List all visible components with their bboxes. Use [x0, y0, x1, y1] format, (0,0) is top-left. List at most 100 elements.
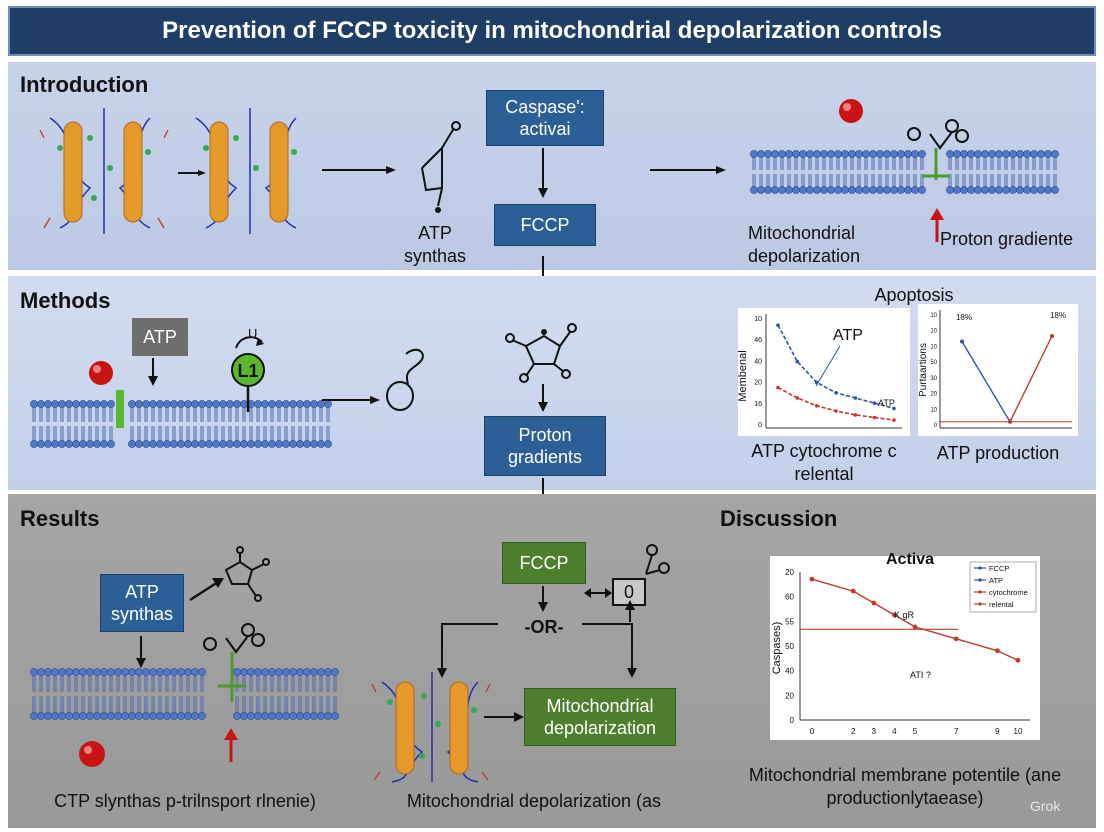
right-chart-caption: ATP production [936, 443, 1060, 463]
y-tick-label: 20 [754, 380, 762, 387]
legend-marker [978, 602, 982, 606]
arrow-down-3 [538, 384, 548, 412]
atp-box-methods: ATP [132, 318, 188, 356]
left-chart-caption: ATP cytochrome c relental [751, 441, 897, 484]
arrow-down-1 [538, 148, 548, 198]
legend-label: relental [989, 600, 1014, 609]
data-point [834, 391, 838, 395]
data-point [853, 413, 858, 417]
x-tick-label: 4 [892, 727, 897, 736]
y-tick-label: 40 [754, 358, 762, 365]
data-point [953, 636, 959, 642]
x-tick-label: 5 [913, 727, 918, 736]
data-point [850, 588, 856, 594]
data-point [853, 396, 858, 400]
legend-label: ATP [989, 576, 1003, 585]
results-heading: Results [20, 506, 100, 531]
atp-synthas-box-results: ATP synthas [100, 574, 184, 632]
corner-label: 18% [956, 313, 972, 322]
title-pointer [815, 345, 841, 387]
data-point [995, 648, 1000, 654]
chart-title: Activa [886, 551, 934, 568]
proton-gradient-label: Proton gradiente [940, 229, 1074, 249]
y-tick-label: 50 [785, 642, 794, 651]
proton-gradients-box: Proton gradients [484, 416, 606, 476]
legend-label: cytochrome [989, 588, 1028, 597]
data-point [809, 576, 815, 582]
arrow-1 [178, 170, 206, 176]
caspase-activation-box: Caspase': activai [486, 90, 604, 146]
l1-channel-icon: L1 [231, 336, 265, 412]
membrane-protein-illustration-3 [371, 672, 491, 783]
y-axis-label: Membenal [737, 350, 749, 401]
x-tick-label: 10 [1014, 727, 1023, 736]
y-tick-label: 20 [785, 568, 794, 577]
corner-label: 18% [1050, 311, 1066, 320]
data-point [834, 409, 838, 413]
data-point [912, 624, 918, 630]
discussion-caption: Mitochondrial membrane potentile (ane pr… [748, 765, 1062, 808]
double-arrow-icon [584, 588, 612, 598]
uncoupler-molecule-icon [907, 119, 969, 180]
fccp-box-intro: FCCP [494, 204, 596, 246]
y-tick-label: 46 [754, 337, 762, 344]
x-tick-label: 2 [851, 727, 856, 736]
data-point [776, 385, 780, 390]
page-title: Prevention of FCCP toxicity in mitochond… [8, 6, 1096, 56]
y-tick-label: 40 [785, 667, 794, 676]
proton-ball-icon [839, 99, 863, 123]
l1-label: L1 [237, 361, 258, 381]
legend-marker [978, 590, 982, 594]
legend-marker [978, 578, 982, 582]
legend-label: FCCP [989, 564, 1009, 573]
y-tick-label: 10 [930, 313, 937, 319]
arrow-down-atp [148, 358, 158, 386]
results-membrane [30, 668, 339, 720]
proton-ball-icon [79, 741, 105, 767]
data-point [795, 359, 800, 364]
series-line [961, 341, 1011, 423]
legend-marker [978, 566, 982, 570]
results-bottom-left-label: CTP slynthas p-trilnsport rlnenie) [54, 791, 316, 811]
y-tick-label: 50 [930, 360, 937, 366]
y-axis-label: Caspases) [771, 622, 783, 675]
arrow-methods [322, 396, 380, 404]
arrow-down-5 [538, 586, 548, 612]
uncoupler-molecule-icon [203, 623, 265, 702]
y-tick-label: 10 [930, 329, 937, 335]
molecule-icon [421, 121, 461, 213]
results-bottom-mid-label: Mitochondrial depolarization (as [406, 791, 662, 811]
discussion-heading: Discussion [720, 506, 838, 531]
y-tick-label: 55 [785, 617, 794, 626]
data-point [892, 612, 897, 618]
data-point [814, 404, 819, 408]
x-tick-label: 3 [872, 727, 877, 736]
results-side-molecule-icon [625, 544, 670, 622]
methods-membrane [30, 400, 332, 448]
u-mark: U [248, 326, 258, 341]
data-point [892, 406, 896, 411]
methods-heading: Methods [20, 288, 111, 313]
introduction-heading: Introduction [20, 72, 149, 97]
apoptosis-title: Apoptosis [874, 285, 954, 305]
data-point [960, 339, 964, 344]
y-tick-label: 0 [758, 422, 762, 429]
y-tick-label: 10 [754, 316, 762, 323]
red-up-arrow-icon [224, 728, 238, 762]
chart-annotation: ATI ? [910, 670, 931, 680]
fccp-box-results: FCCP [502, 542, 586, 584]
chart-background [918, 304, 1078, 436]
watermark: Grok [1030, 798, 1061, 814]
data-point [1050, 334, 1054, 338]
atp-synthas-label: ATP synthas [403, 223, 467, 266]
y-axis-label: Purtaartions [918, 343, 929, 397]
x-tick-label: 9 [995, 727, 1000, 736]
y-tick-label: 0 [790, 716, 795, 725]
probe-icon [386, 348, 424, 411]
data-point [892, 418, 896, 422]
data-point [872, 401, 877, 405]
y-tick-label: 60 [785, 593, 794, 602]
y-tick-label: 20 [930, 392, 937, 398]
